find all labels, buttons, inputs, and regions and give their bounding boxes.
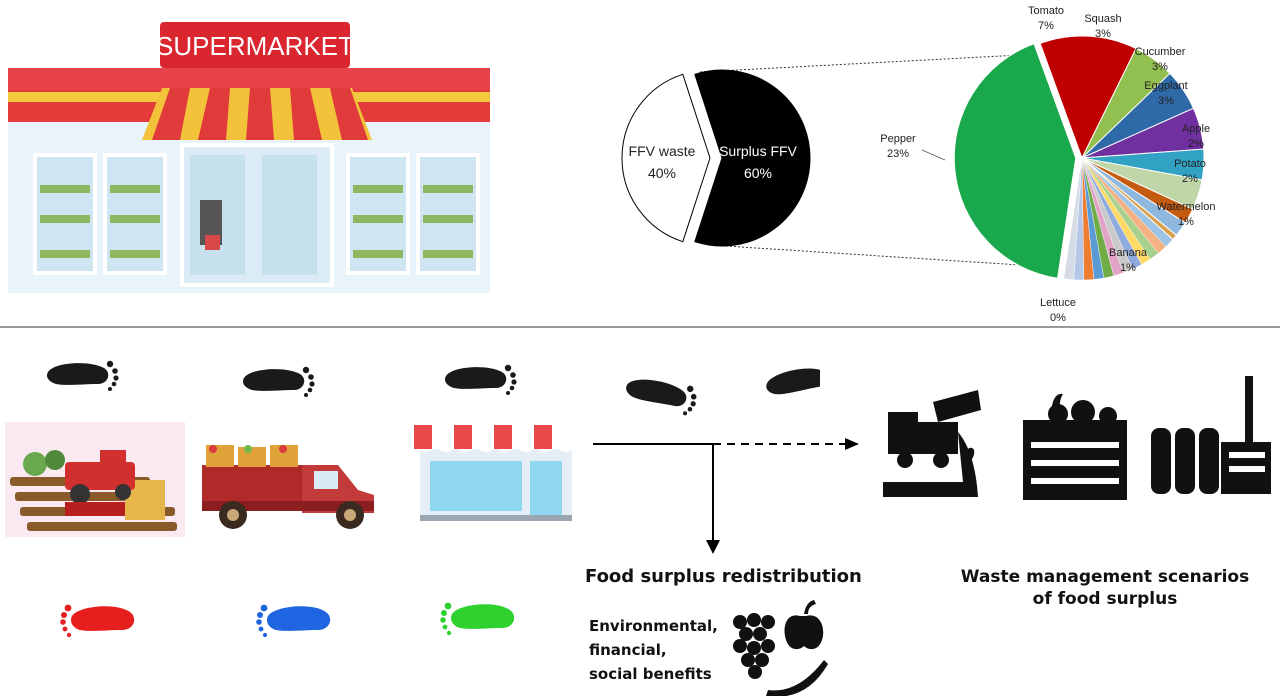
section-divider xyxy=(0,326,1280,328)
footprint-icon-red xyxy=(60,604,135,638)
colored-footprints-row xyxy=(60,602,515,638)
compost-bin-icon xyxy=(1023,393,1127,500)
slice-value-tomato: 7% xyxy=(1038,20,1054,32)
waste-management-title: Waste management scenarios of food surpl… xyxy=(945,566,1265,610)
store-sign xyxy=(160,22,350,68)
slice-pepper xyxy=(953,42,1077,280)
benefits-line-2: financial, xyxy=(589,641,667,659)
slice-label-squash: Squash xyxy=(1084,13,1121,25)
slice-lettuce xyxy=(1081,157,1178,241)
benefits-text: Environmental, financial, social benefit… xyxy=(589,614,718,686)
waste-title-line-1: Waste management scenarios xyxy=(960,567,1250,587)
slice-value-lettuce: 0% xyxy=(1050,312,1066,324)
slice-value-surplus-ffv: 60% xyxy=(744,165,772,181)
slice-value-banana: 1% xyxy=(1120,262,1136,274)
footprint-icon-blue xyxy=(256,604,331,638)
slice-minor-item xyxy=(1063,157,1083,280)
slice-value-apple: 2% xyxy=(1188,138,1204,150)
benefits-line-1: Environmental, xyxy=(589,617,718,635)
slice-value-pepper: 23% xyxy=(887,148,909,160)
zoom-line-bottom xyxy=(709,244,1021,266)
ffv-pie-charts: FFV waste 40% Surplus FFV 60% Tomato 7% Squas… xyxy=(621,5,1215,324)
slice-value-ffv-waste: 40% xyxy=(648,165,676,181)
waste-title-line-2: of food surplus xyxy=(1032,589,1178,609)
slice-value-watermelon: 1% xyxy=(1178,216,1194,228)
slice-surplus-ffv xyxy=(694,69,811,247)
slice-tomato xyxy=(1039,35,1137,160)
slice-label-eggplant: Eggplant xyxy=(1144,80,1187,92)
surplus-pie: FFV waste 40% Surplus FFV 60% xyxy=(621,69,811,247)
slice-label-lettuce: Lettuce xyxy=(1040,297,1076,309)
surplus-breakdown-pie: Tomato 7% Squash 3% Cucumber 3% Eggplant 3% Appl… xyxy=(880,5,1215,324)
slice-label-ffv-waste: FFV waste xyxy=(629,143,696,159)
slice-ffv-waste xyxy=(621,73,711,243)
flow-arrows xyxy=(593,438,859,554)
fruit-icon xyxy=(733,600,828,696)
factory-icon xyxy=(1151,376,1271,494)
farm-harvest-icon xyxy=(5,422,185,537)
footprint-icon-4 xyxy=(622,372,700,418)
supermarket-illustration: SUPERMARKET xyxy=(8,22,490,293)
footprint-icon-5 xyxy=(763,360,820,403)
footprint-icon-green xyxy=(440,602,515,636)
store-sign-label: SUPERMARKET xyxy=(156,31,354,61)
slice-value-potato: 2% xyxy=(1182,173,1198,185)
slice-value-squash: 3% xyxy=(1095,28,1111,40)
slice-label-tomato: Tomato xyxy=(1028,5,1064,17)
slice-label-banana: Banana xyxy=(1109,247,1148,259)
footprint-icon-1 xyxy=(46,360,119,391)
zoom-line-top xyxy=(699,54,1021,73)
waste-icons xyxy=(883,376,1271,500)
landfill-truck-icon xyxy=(883,390,981,497)
slice-label-potato: Potato xyxy=(1174,158,1206,170)
slice-label-surplus-ffv: Surplus FFV xyxy=(719,143,797,159)
striped-awning xyxy=(142,88,372,140)
slice-value-eggplant: 3% xyxy=(1158,95,1174,107)
benefits-line-3: social benefits xyxy=(589,665,712,683)
redistribution-label: Food surplus redistribution xyxy=(585,566,862,587)
footprint-icon-3 xyxy=(444,364,517,395)
slice-label-watermelon: Watermelon xyxy=(1157,201,1216,213)
slice-label-pepper: Pepper xyxy=(880,133,916,145)
black-footprints-row xyxy=(46,360,820,418)
footprint-icon-2 xyxy=(242,366,315,397)
slice-value-cucumber: 3% xyxy=(1152,61,1168,73)
slice-label-cucumber: Cucumber xyxy=(1135,46,1186,58)
shop-icon xyxy=(414,425,576,521)
produce-truck-icon xyxy=(202,445,374,529)
slice-label-apple: Apple xyxy=(1182,123,1210,135)
